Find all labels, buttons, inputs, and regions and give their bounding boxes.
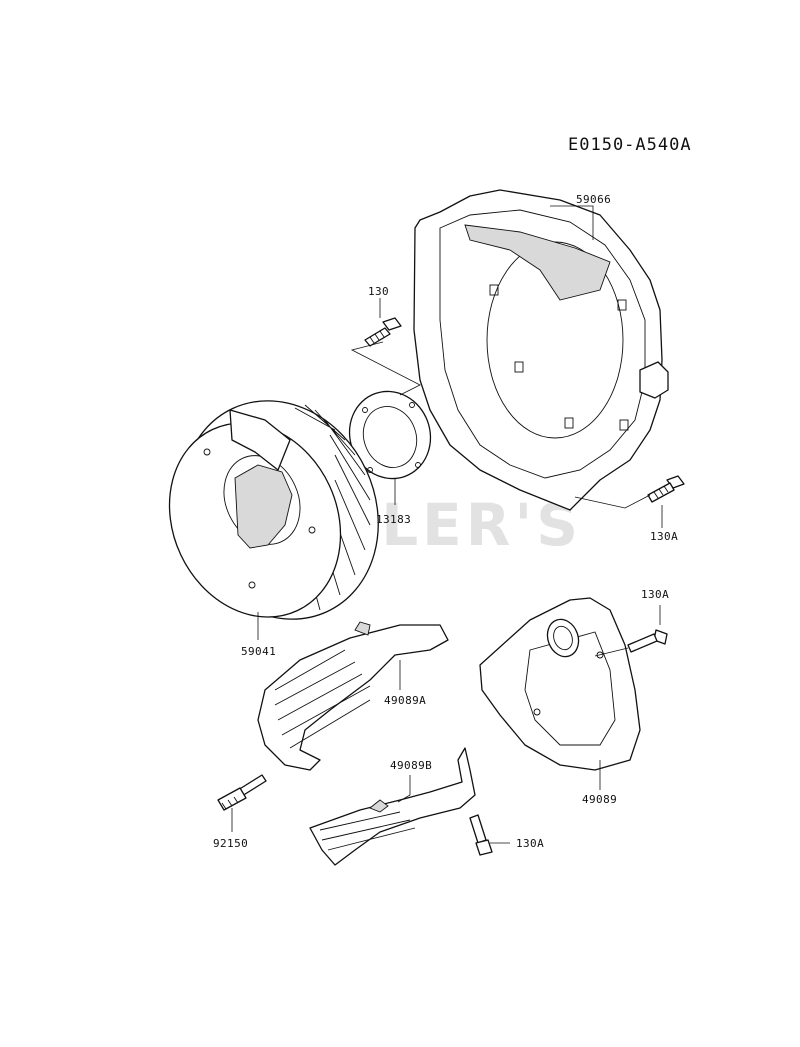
cover-49089A[interactable] — [257, 621, 449, 771]
label-130: 130 — [368, 285, 389, 298]
label-49089A: 49089A — [384, 694, 426, 707]
flywheel-fan-59041[interactable] — [138, 368, 413, 651]
label-130A-right: 130A — [650, 530, 678, 543]
diagram-code: E0150-A540A — [568, 135, 692, 155]
label-59066: 59066 — [576, 193, 611, 206]
bolt-130A-bottom[interactable] — [469, 814, 493, 856]
lower-cover-49089B[interactable] — [309, 747, 476, 866]
bolt-130A-right[interactable] — [647, 475, 685, 503]
label-13183: 13183 — [376, 513, 411, 526]
label-130A-top: 130A — [641, 588, 669, 601]
baffle-plate-49089[interactable] — [479, 597, 641, 771]
bolt-130[interactable] — [364, 317, 402, 347]
leader-lines — [231, 205, 663, 844]
gasket-13183[interactable] — [337, 380, 442, 490]
label-49089: 49089 — [582, 793, 617, 806]
label-49089B: 49089B — [390, 759, 432, 772]
bolt-130A-top[interactable] — [627, 629, 668, 653]
stud-bolt-92150[interactable] — [217, 774, 267, 811]
fan-housing-59066[interactable] — [413, 189, 669, 511]
label-92150: 92150 — [213, 837, 248, 850]
label-130A-bottom: 130A — [516, 837, 544, 850]
label-59041: 59041 — [241, 645, 276, 658]
